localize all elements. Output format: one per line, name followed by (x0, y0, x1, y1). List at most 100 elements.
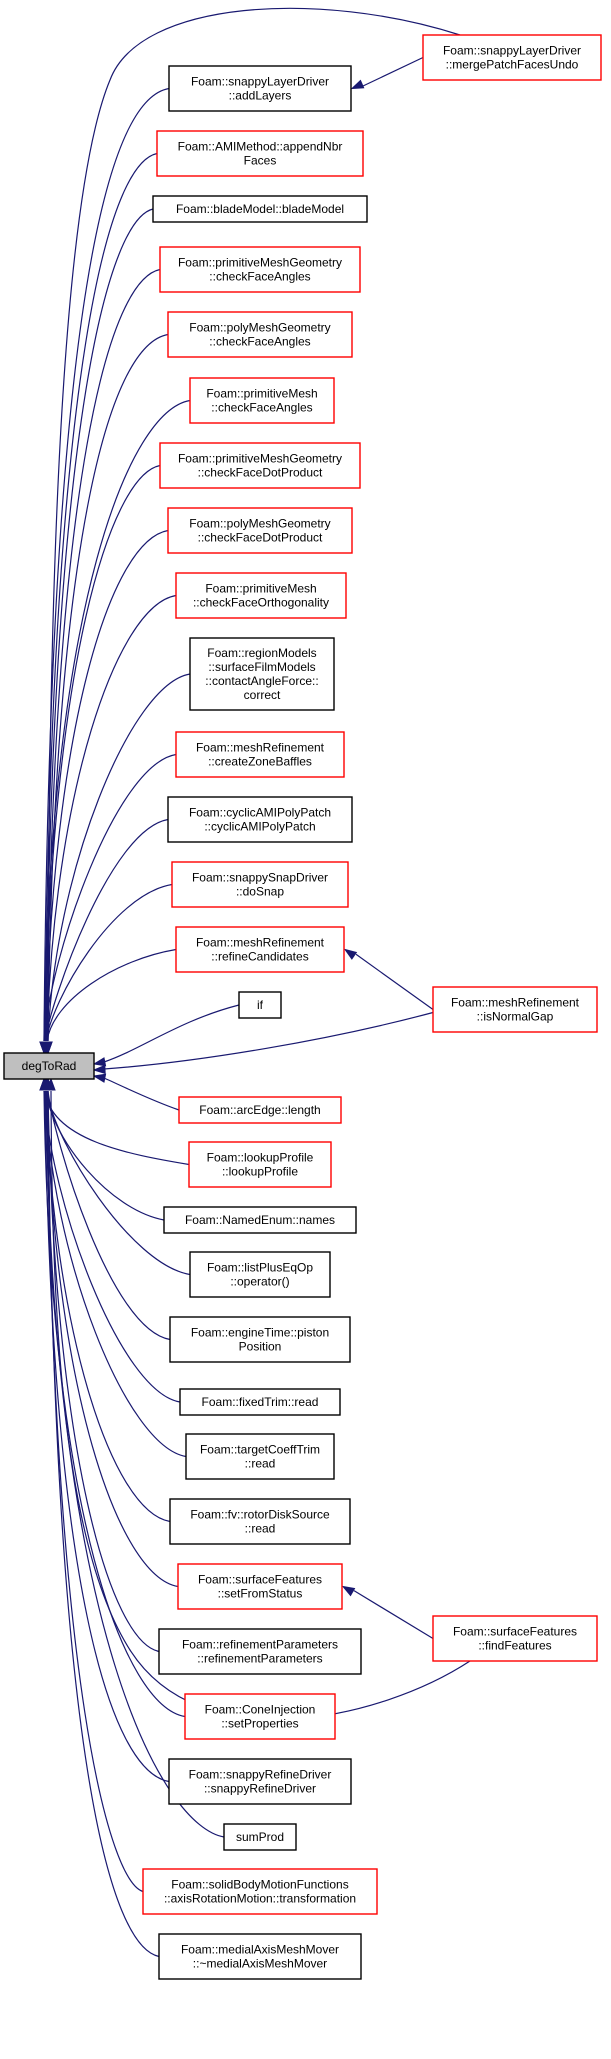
node-box (167, 507, 353, 554)
edge-cyclicAMI-to-degtorad (44, 818, 169, 1042)
node-degtorad[interactable]: degToRad (3, 1052, 95, 1080)
node-box (185, 1433, 335, 1480)
node-foam-cyclicamipolypatch-cyclicamipolypatch[interactable]: Foam::cyclicAMIPolyPatch::cyclicAMIPolyP… (167, 796, 353, 843)
node-label-line: ::cyclicAMIPolyPatch (204, 820, 315, 834)
node-label-line: ::checkFaceAngles (209, 335, 310, 349)
edge-names-to-degtorad (45, 1090, 165, 1221)
node-label-line: Foam::fv::rotorDiskSource (190, 1508, 330, 1522)
node-foam-snappyrefinedriver-snappyrefinedriver[interactable]: Foam::snappyRefineDriver::snappyRefineDr… (168, 1758, 352, 1805)
node-foam-coneinjection-setproperties[interactable]: Foam::ConeInjection::setProperties (184, 1693, 336, 1740)
node-box (3, 1052, 95, 1080)
node-label-line: degToRad (22, 1059, 77, 1073)
edge-mergePatch-to-addLayers-arrowhead (350, 79, 365, 90)
node-foam-primitivemesh-checkfaceangles[interactable]: Foam::primitiveMesh::checkFaceAngles (189, 377, 335, 424)
node-box (167, 311, 353, 358)
node-if[interactable]: if (238, 991, 282, 1019)
node-label-line: Foam::arcEdge::length (199, 1103, 320, 1117)
node-label-line: ::setFromStatus (218, 1587, 303, 1601)
edge-doSnap-to-degtorad (45, 883, 173, 1042)
node-box (189, 377, 335, 424)
node-label-line: ::mergePatchFacesUndo (446, 58, 579, 72)
node-label-line: ::setProperties (221, 1717, 298, 1731)
edge-addLayers-to-degtorad (43, 87, 170, 1042)
node-foam-lookupprofile-lookupprofile[interactable]: Foam::lookupProfile::lookupProfile (188, 1141, 332, 1188)
node-label-line: ::read (245, 1457, 276, 1471)
node-foam-surfacefeatures-setfromstatus[interactable]: Foam::surfaceFeatures::setFromStatus (177, 1563, 343, 1610)
node-foam-polymeshgeometry-checkfaceangles[interactable]: Foam::polyMeshGeometry::checkFaceAngles (167, 311, 353, 358)
node-box (175, 926, 345, 973)
node-label-line: Foam::meshRefinement (196, 741, 325, 755)
edge-cfdp_polymg-to-degtorad (45, 529, 169, 1042)
node-label-line: ::checkFaceDotProduct (198, 466, 323, 480)
node-foam-meshrefinement-refinecandidates[interactable]: Foam::meshRefinement::refineCandidates (175, 926, 345, 973)
node-label-line: ::findFeatures (478, 1639, 551, 1653)
node-label-line: ::operator() (230, 1275, 289, 1289)
node-foam-meshrefinement-isnormalgap[interactable]: Foam::meshRefinement::isNormalGap (432, 986, 598, 1033)
node-box (189, 1251, 331, 1298)
node-label-line: ::isNormalGap (477, 1010, 554, 1024)
node-label-line: Foam::AMIMethod::appendNbr (178, 140, 343, 154)
node-label-line: ::checkFaceAngles (211, 401, 312, 415)
node-foam-fv-rotordisksource-read[interactable]: Foam::fv::rotorDiskSource::read (169, 1498, 351, 1545)
node-foam-fixedtrim-read[interactable]: Foam::fixedTrim::read (179, 1388, 341, 1416)
node-box (152, 195, 368, 223)
node-label-line: Foam::primitiveMeshGeometry (178, 452, 342, 466)
node-foam-polymeshgeometry-checkfacedotproduct[interactable]: Foam::polyMeshGeometry::checkFaceDotProd… (167, 507, 353, 554)
node-box (158, 1933, 362, 1980)
node-label-line: Foam::surfaceFeatures (453, 1625, 577, 1639)
node-box (178, 1096, 342, 1124)
node-foam-primitivemeshgeometry-checkfacedotproduct[interactable]: Foam::primitiveMeshGeometry::checkFaceDo… (159, 442, 361, 489)
node-foam-primitivemeshgeometry-checkfaceangles[interactable]: Foam::primitiveMeshGeometry::checkFaceAn… (159, 246, 361, 293)
node-foam-surfacefeatures-findfeatures[interactable]: Foam::surfaceFeatures::findFeatures (432, 1615, 598, 1662)
node-foam-solidbodymotionfunctions-axisrotationmotion-transformation[interactable]: Foam::solidBodyMotionFunctions::axisRota… (142, 1868, 378, 1915)
node-foam-namedenum-names[interactable]: Foam::NamedEnum::names (163, 1206, 357, 1234)
node-label-line: Foam::meshRefinement (451, 996, 580, 1010)
edge-length-to-degtorad (103, 1077, 180, 1111)
node-foam-medialaxismeshmover-medialaxismeshmover[interactable]: Foam::medialAxisMeshMover::~medialAxisMe… (158, 1933, 362, 1980)
node-foam-targetcoefftrim-read[interactable]: Foam::targetCoeffTrim::read (185, 1433, 335, 1480)
node-box (163, 1206, 357, 1234)
node-sumprod[interactable]: sumProd (223, 1823, 297, 1851)
node-foam-snappysnapdriver-dosnap[interactable]: Foam::snappySnapDriver::doSnap (171, 861, 349, 908)
node-box (179, 1388, 341, 1416)
node-box (189, 637, 335, 711)
edges-layer (39, 7, 471, 1958)
nodes-layer: degToRad Foam::snappyLayerDriver::addLaye… (3, 34, 602, 1980)
node-box (422, 34, 602, 81)
node-label-line: Foam::primitiveMesh (206, 387, 317, 401)
node-foam-regionmodels-surfacefilmmodels-contactangleforce-correct[interactable]: Foam::regionModels::surfaceFilmModels::c… (189, 637, 335, 711)
node-foam-primitivemesh-checkfaceorthogonality[interactable]: Foam::primitiveMesh::checkFaceOrthogonal… (175, 572, 347, 619)
node-foam-blademodel-blademodel[interactable]: Foam::bladeModel::bladeModel (152, 195, 368, 223)
node-foam-listpluseqop-operator[interactable]: Foam::listPlusEqOp::operator() (189, 1251, 331, 1298)
node-foam-arcedge-length[interactable]: Foam::arcEdge::length (178, 1096, 342, 1124)
edge-findFeatures-to-degtorad-arrowhead (46, 1077, 56, 1091)
node-label-line: Foam::meshRefinement (196, 936, 325, 950)
node-label-line: Foam::primitiveMesh (205, 582, 316, 596)
node-label-line: Foam::targetCoeffTrim (200, 1443, 320, 1457)
node-foam-snappylayerdriver-mergepatchfacesundo[interactable]: Foam::snappyLayerDriver::mergePatchFaces… (422, 34, 602, 81)
node-box (177, 1563, 343, 1610)
node-foam-refinementparameters-refinementparameters[interactable]: Foam::refinementParameters::refinementPa… (158, 1628, 362, 1675)
node-label-line: Foam::ConeInjection (205, 1703, 316, 1717)
node-box (169, 1316, 351, 1363)
edge-findFeatures-to-setFromStatus (353, 1590, 434, 1640)
node-label-line: Foam::engineTime::piston (191, 1326, 329, 1340)
node-label-line: Foam::snappyRefineDriver (189, 1768, 332, 1782)
node-label-line: if (257, 998, 264, 1012)
edge-operator-to-degtorad (46, 1090, 191, 1276)
node-label-line: Foam::bladeModel::bladeModel (176, 202, 344, 216)
node-label-line: ::checkFaceDotProduct (198, 531, 323, 545)
edge-rotorDisk-to-degtorad (45, 1090, 171, 1523)
edge-isNormalGap-to-refineCandidates (355, 953, 434, 1010)
node-foam-meshrefinement-createzonebaffles[interactable]: Foam::meshRefinement::createZoneBaffles (175, 731, 345, 778)
node-foam-snappylayerdriver-addlayers[interactable]: Foam::snappyLayerDriver::addLayers (168, 65, 352, 112)
node-box (432, 1615, 598, 1662)
node-box (167, 796, 353, 843)
node-label-line: Faces (244, 154, 277, 168)
node-label-line: Foam::snappyLayerDriver (443, 44, 581, 58)
node-box (432, 986, 598, 1033)
edge-mergePatch-to-degtorad-arrowhead (43, 1041, 53, 1055)
